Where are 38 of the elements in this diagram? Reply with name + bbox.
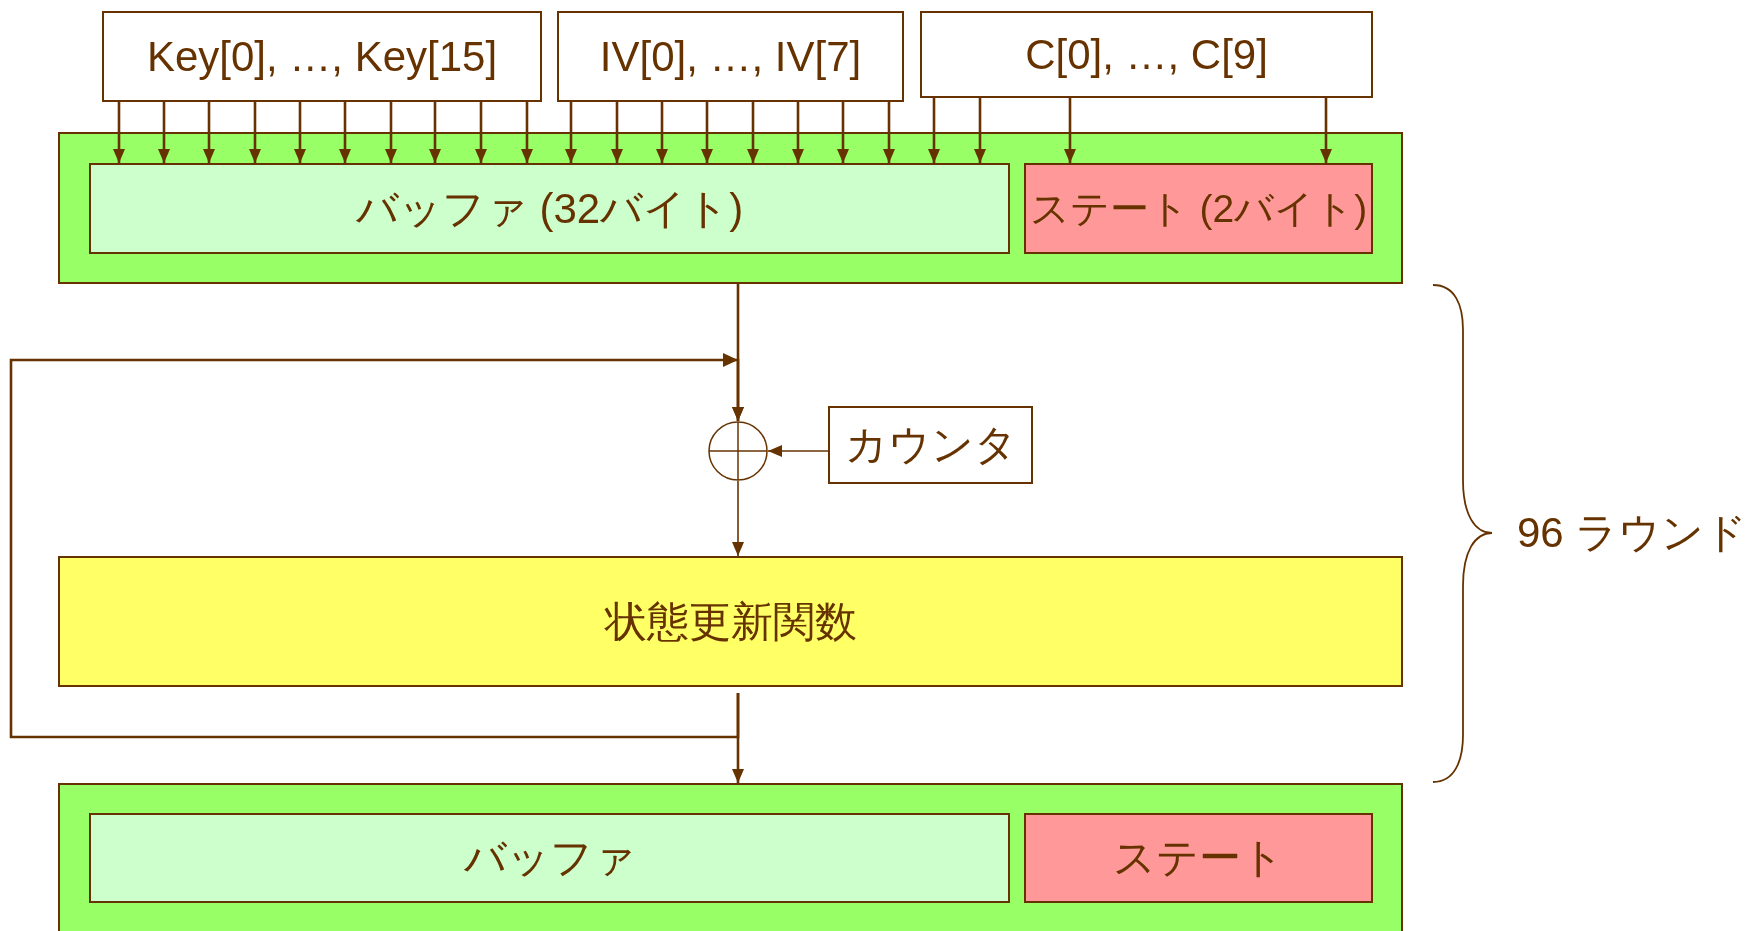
arrow (767, 445, 829, 457)
register-box (58, 783, 1403, 931)
arrow (656, 102, 668, 163)
arrow (203, 102, 215, 163)
arrow (1320, 98, 1332, 163)
function-box: 状態更新関数 (58, 556, 1403, 687)
arrow (113, 102, 125, 163)
register-box (58, 132, 1403, 284)
arrow (974, 98, 986, 163)
arrow (928, 98, 940, 163)
xor-symbol (708, 421, 768, 481)
arrow (883, 102, 895, 163)
buffer-box: バッファ (32バイト) (89, 163, 1010, 254)
arrow (701, 102, 713, 163)
counter-box: カウンタ (828, 406, 1033, 484)
arrow (385, 102, 397, 163)
arrow (158, 102, 170, 163)
arrow (429, 102, 441, 163)
input-box: IV[0], …, IV[7] (557, 11, 904, 102)
round-count-label: 96 ラウンド (1517, 508, 1746, 558)
arrow (792, 102, 804, 163)
arrow (1064, 98, 1076, 163)
input-box: Key[0], …, Key[15] (102, 11, 542, 102)
arrow (565, 102, 577, 163)
arrow (521, 102, 533, 163)
arrow (611, 102, 623, 163)
arrow (747, 102, 759, 163)
buffer-box: バッファ (89, 813, 1010, 903)
arrow (837, 102, 849, 163)
arrow (732, 480, 744, 557)
arrow (475, 102, 487, 163)
arrow (9, 353, 744, 739)
state-box: ステート (2バイト) (1024, 163, 1373, 254)
arrow (249, 102, 261, 163)
input-box: C[0], …, C[9] (920, 11, 1373, 98)
arrow (339, 102, 351, 163)
state-box: ステート (1024, 813, 1373, 903)
arrow (294, 102, 306, 163)
